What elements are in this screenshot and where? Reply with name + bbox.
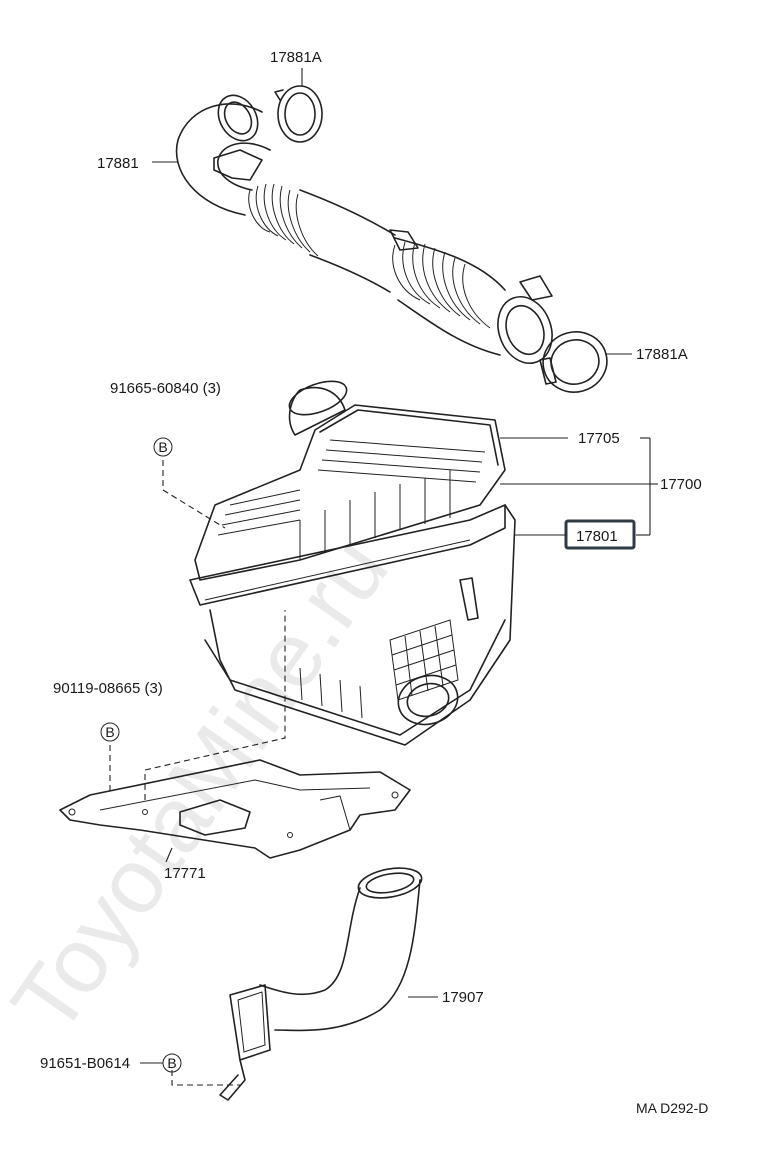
callout-90119-08665: 90119-08665 (3) bbox=[53, 680, 163, 697]
watermark: ToyotaMine.ru bbox=[0, 520, 408, 1052]
leader-lines bbox=[140, 68, 658, 1064]
dashed-lines bbox=[109, 460, 286, 1086]
bolt-mark-3: B bbox=[162, 1053, 182, 1073]
clamp-17881a-right bbox=[539, 331, 608, 393]
callout-17771: 17771 bbox=[164, 865, 206, 882]
callout-17881a-top: 17881A bbox=[270, 49, 322, 66]
callout-17801: 17801 bbox=[576, 528, 618, 545]
callout-17881a-right: 17881A bbox=[636, 346, 688, 363]
diagram-code: MA D292-D bbox=[636, 1100, 708, 1116]
air-cleaner-assembly-17700 bbox=[189, 380, 516, 746]
bolt-mark-2: B bbox=[100, 722, 120, 742]
callout-91651-b0614: 91651-B0614 bbox=[40, 1055, 130, 1072]
bolt-mark-1: B bbox=[153, 437, 173, 457]
callout-17881: 17881 bbox=[97, 155, 139, 172]
bracket-17771 bbox=[59, 759, 411, 859]
bolt-mark-label: B bbox=[167, 1055, 176, 1071]
bolt-mark-label: B bbox=[105, 724, 114, 740]
callout-17705: 17705 bbox=[578, 430, 620, 447]
intake-hose-17881 bbox=[175, 94, 553, 364]
callout-91665-60840: 91665-60840 (3) bbox=[110, 380, 221, 397]
bolt-mark-label: B bbox=[158, 439, 167, 455]
inlet-duct-17907 bbox=[219, 867, 423, 1101]
clamp-17881a-top bbox=[274, 85, 323, 143]
callout-17700: 17700 bbox=[660, 476, 702, 493]
callout-17907: 17907 bbox=[442, 989, 484, 1006]
